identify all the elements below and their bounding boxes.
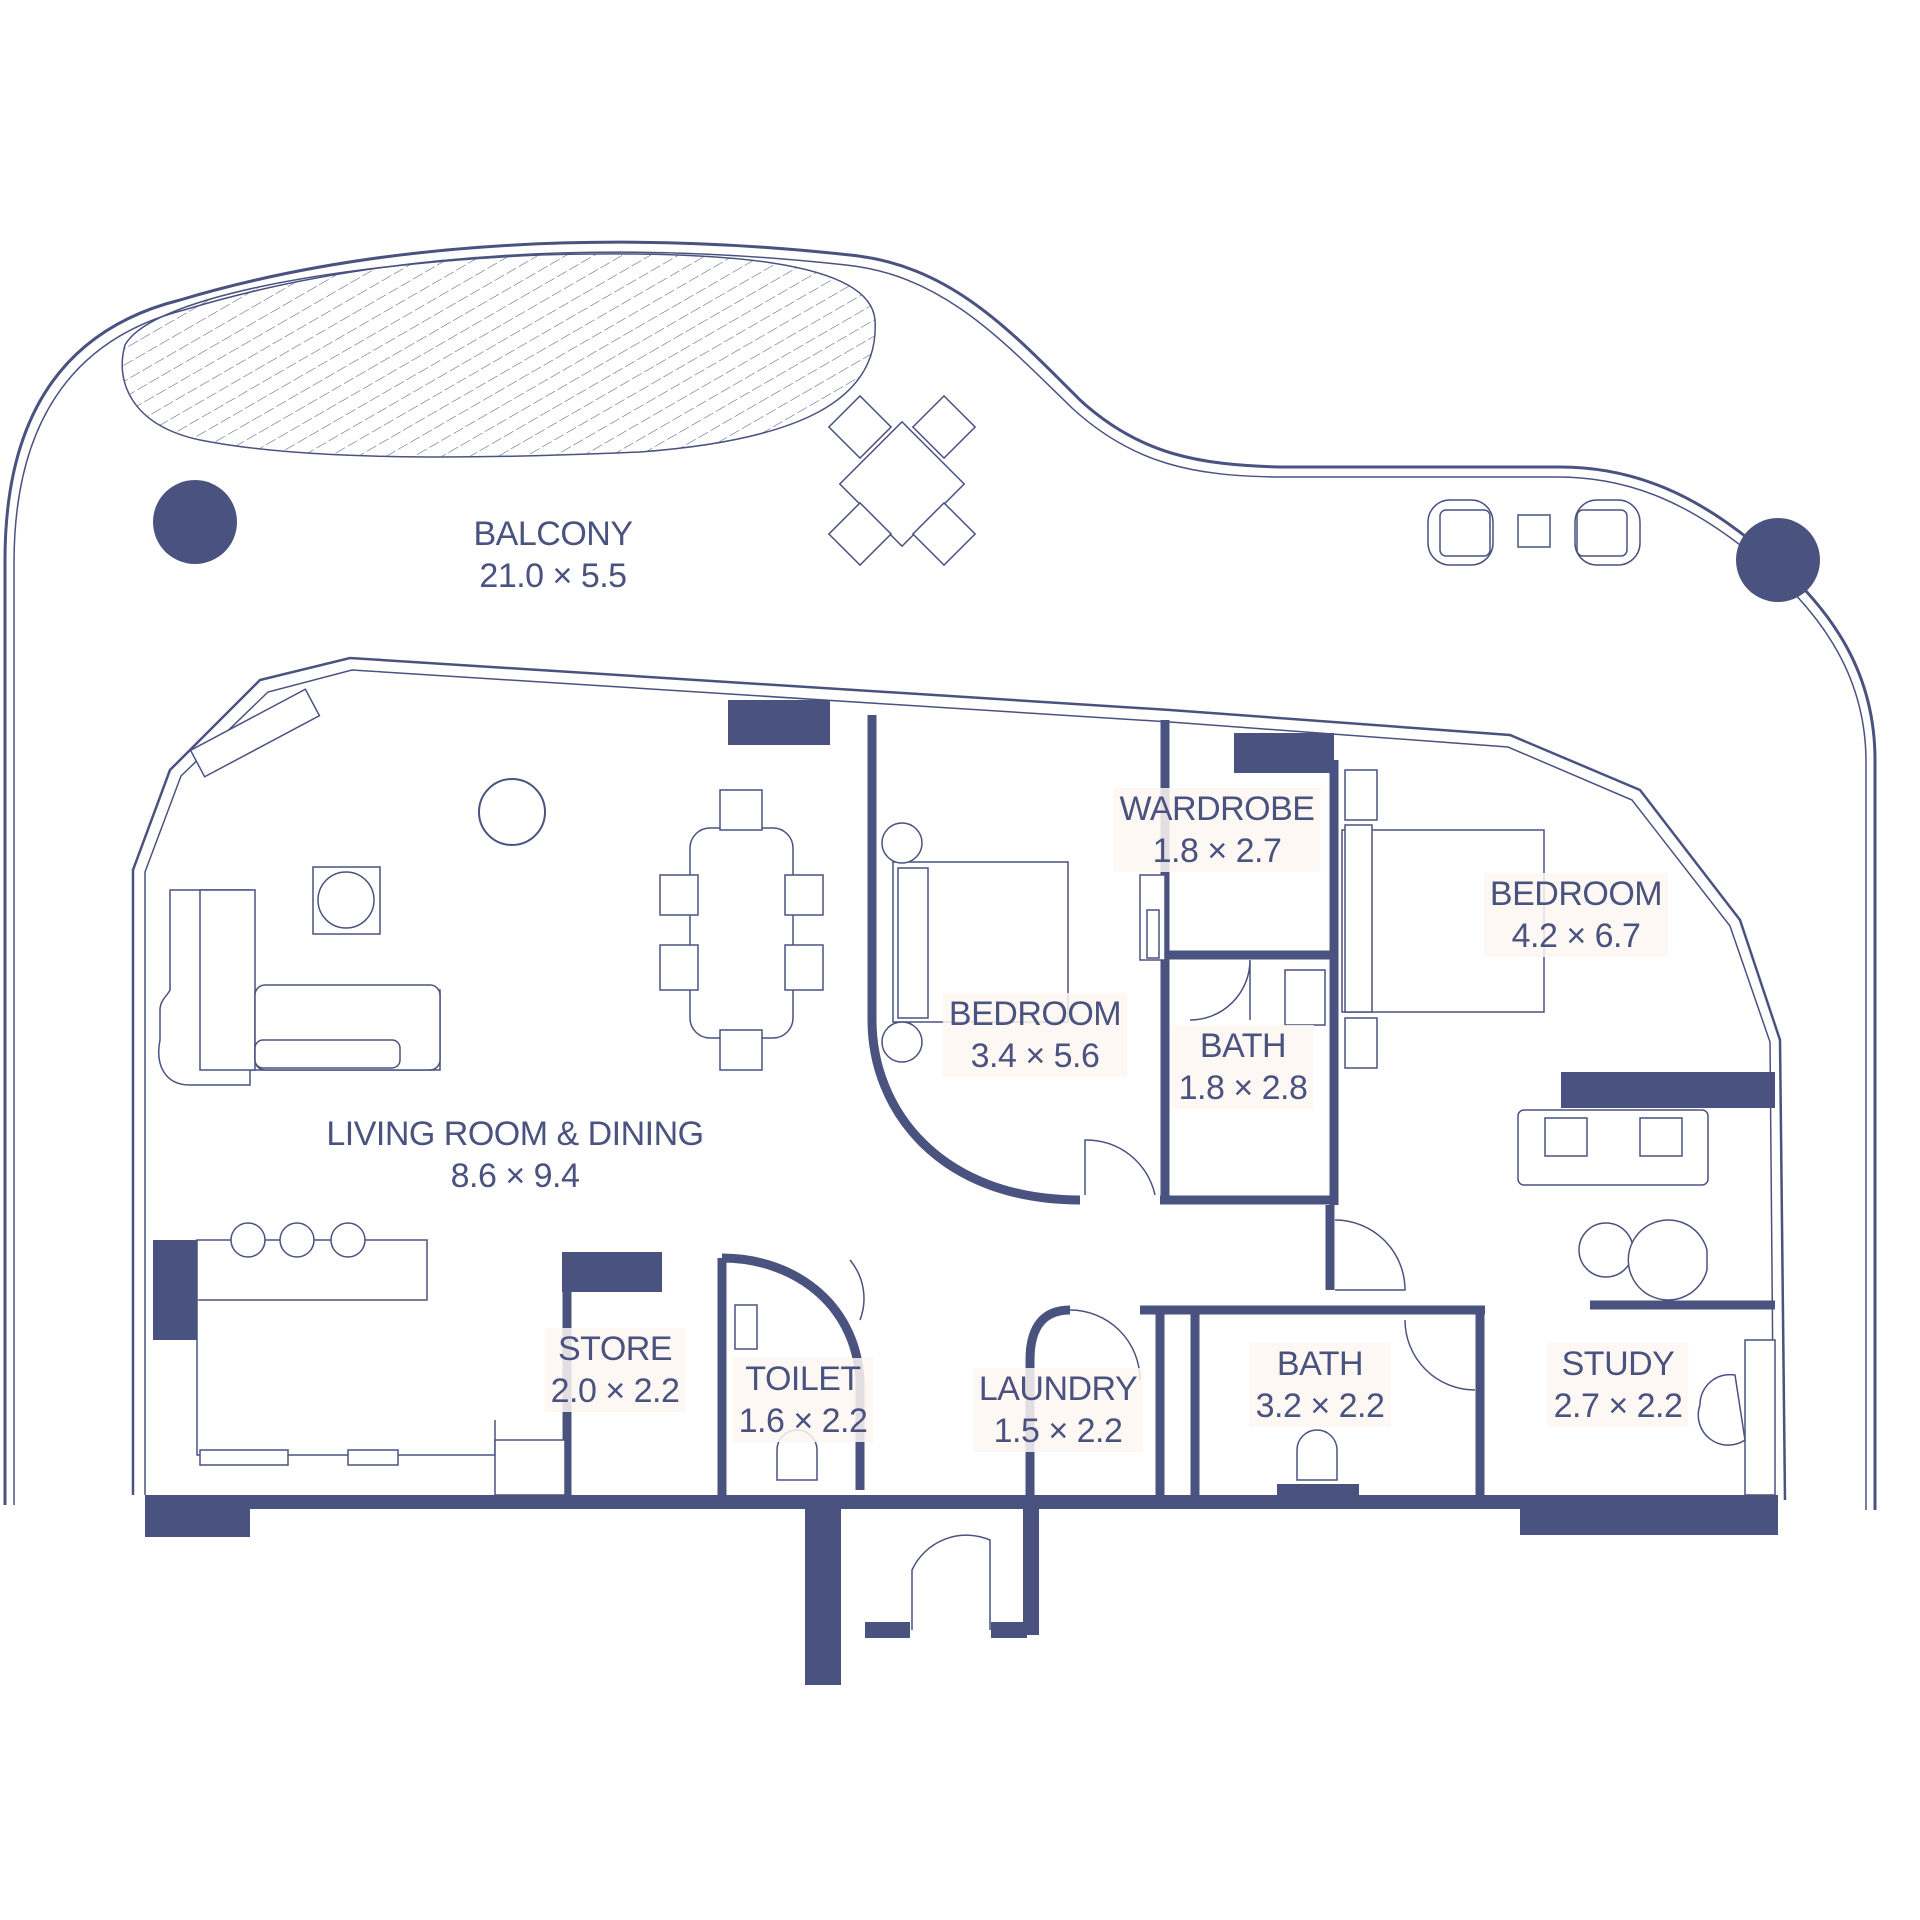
room-size: 21.0 × 5.5	[479, 557, 627, 595]
room-size: 8.6 × 9.4	[450, 1157, 580, 1195]
room-size: 2.0 × 2.2	[550, 1372, 680, 1410]
room-size: 1.6 × 2.2	[738, 1402, 868, 1440]
room-label-study: STUDY 2.7 × 2.2	[1547, 1343, 1689, 1427]
dining-table	[659, 789, 824, 1071]
plant	[478, 778, 546, 846]
bath-fixtures	[734, 874, 1338, 1481]
door-swings	[849, 959, 1476, 1630]
tv-unit	[189, 688, 321, 778]
room-label-toilet: TOILET 1.6 × 2.2	[732, 1358, 874, 1442]
room-name: BEDROOM	[948, 995, 1122, 1033]
room-label-laundry: LAUNDRY 1.5 × 2.2	[972, 1368, 1144, 1452]
balcony-lounge-set	[1427, 499, 1641, 566]
room-name: STORE	[557, 1330, 673, 1368]
room-size: 3.2 × 2.2	[1255, 1387, 1385, 1425]
living-sofa	[158, 866, 441, 1086]
room-label-bath1: BATH 1.8 × 2.8	[1172, 1025, 1314, 1109]
bath-step	[1277, 1484, 1359, 1495]
room-label-wardrobe: WARDROBE 1.8 × 2.7	[1113, 788, 1321, 872]
facade-glazing	[131, 656, 1787, 1501]
room-name: BALCONY	[473, 515, 634, 553]
room-name: TOILET	[745, 1360, 861, 1398]
room-size: 3.4 × 5.6	[970, 1037, 1100, 1075]
balcony-dining-set	[827, 394, 977, 567]
room-name: BATH	[1199, 1027, 1287, 1065]
room-size: 4.2 × 6.7	[1511, 917, 1641, 955]
exterior-walls	[145, 700, 1778, 1685]
room-name: BEDROOM	[1489, 875, 1663, 913]
room-label-bedroom2: BEDROOM 4.2 × 6.7	[1483, 873, 1669, 957]
room-label-living: LIVING ROOM & DINING 8.6 × 9.4	[320, 1113, 709, 1197]
kitchen	[196, 1222, 566, 1496]
column	[153, 480, 237, 564]
room-size: 1.5 × 2.2	[993, 1412, 1123, 1450]
room-label-store: STORE 2.0 × 2.2	[544, 1328, 686, 1412]
room-name: BATH	[1276, 1345, 1364, 1383]
room-name: WARDROBE	[1119, 790, 1315, 828]
room-name: STUDY	[1561, 1345, 1675, 1383]
room-size: 1.8 × 2.7	[1152, 832, 1282, 870]
planter	[121, 253, 876, 458]
room-name: LIVING ROOM & DINING	[326, 1115, 704, 1153]
study-desk	[1744, 1339, 1776, 1496]
room-size: 2.7 × 2.2	[1553, 1387, 1683, 1425]
column	[1736, 518, 1820, 602]
room-label-balcony: BALCONY 21.0 × 5.5	[468, 513, 639, 597]
study-chair	[1697, 1373, 1746, 1446]
room-name: LAUNDRY	[978, 1370, 1138, 1408]
room-label-bath2: BATH 3.2 × 2.2	[1249, 1343, 1391, 1427]
room-label-bedroom1: BEDROOM 3.4 × 5.6	[942, 993, 1128, 1077]
bedroom2-sofa	[1517, 1109, 1709, 1301]
room-size: 1.8 × 2.8	[1178, 1069, 1308, 1107]
